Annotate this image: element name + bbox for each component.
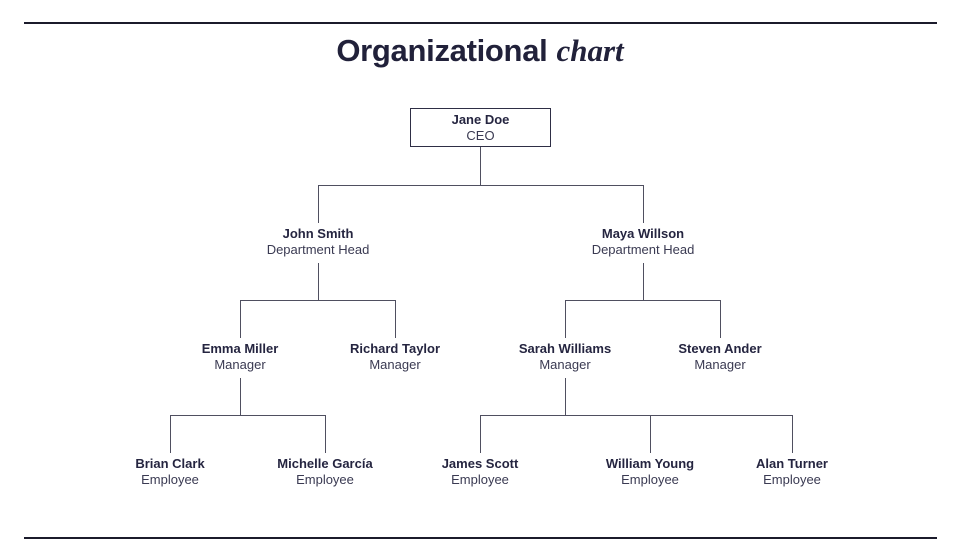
- bottom-rule: [24, 537, 937, 539]
- node-role: Employee: [141, 472, 199, 487]
- top-rule: [24, 22, 937, 24]
- connector-line: [720, 300, 722, 338]
- node-name: Jane Doe: [451, 111, 510, 127]
- org-node-employee-2: Michelle García Employee: [277, 456, 372, 488]
- org-node-employee-1: Brian Clark Employee: [135, 456, 204, 488]
- node-role: Department Head: [266, 242, 370, 257]
- node-role: CEO: [466, 127, 495, 143]
- node-role: Manager: [539, 357, 591, 372]
- connector-line: [318, 263, 320, 300]
- org-node-employee-3: James Scott Employee: [442, 456, 519, 488]
- connector-line: [565, 378, 567, 415]
- connector-line: [565, 300, 567, 338]
- connector-line: [480, 415, 482, 453]
- node-role: Manager: [369, 357, 421, 372]
- node-name: Emma Miller: [201, 341, 279, 356]
- node-role: Manager: [694, 357, 746, 372]
- org-node-manager-1: Emma Miller Manager: [202, 341, 279, 373]
- node-role: Employee: [296, 472, 354, 487]
- page-title-bold: Organizational: [336, 33, 548, 68]
- node-name: Brian Clark: [135, 456, 205, 471]
- node-role: Employee: [451, 472, 509, 487]
- node-name: Alan Turner: [756, 456, 828, 471]
- node-role: Manager: [214, 357, 266, 372]
- connector-line: [240, 378, 242, 415]
- connector-line: [480, 415, 793, 417]
- node-role: Employee: [621, 472, 679, 487]
- node-role: Department Head: [591, 242, 695, 257]
- org-node-manager-3: Sarah Williams Manager: [519, 341, 611, 373]
- org-node-department-head-1: John Smith Department Head: [267, 226, 370, 258]
- connector-line: [170, 415, 172, 453]
- node-name: Steven Ander: [678, 341, 762, 356]
- org-node-employee-4: William Young Employee: [606, 456, 694, 488]
- node-name: William Young: [605, 456, 695, 471]
- connector-line: [325, 415, 327, 453]
- connector-line: [318, 185, 644, 187]
- node-name: Richard Taylor: [349, 341, 441, 356]
- node-role: Employee: [763, 472, 821, 487]
- connector-line: [643, 263, 645, 300]
- node-name: Sarah Williams: [518, 341, 612, 356]
- node-name: Michelle García: [277, 456, 373, 471]
- connector-line: [240, 300, 242, 338]
- org-node-employee-5: Alan Turner Employee: [756, 456, 828, 488]
- connector-line: [170, 415, 326, 417]
- connector-line: [643, 185, 645, 223]
- connector-line: [480, 147, 482, 185]
- connector-line: [650, 415, 652, 453]
- connector-line: [792, 415, 794, 453]
- node-name: Maya Willson: [601, 226, 685, 241]
- org-node-department-head-2: Maya Willson Department Head: [592, 226, 695, 258]
- connector-line: [395, 300, 397, 338]
- connector-line: [565, 300, 721, 302]
- org-node-ceo: Jane Doe CEO: [410, 108, 551, 147]
- connector-line: [240, 300, 396, 302]
- org-node-manager-4: Steven Ander Manager: [678, 341, 761, 373]
- connector-line: [318, 185, 320, 223]
- node-name: James Scott: [441, 456, 519, 471]
- org-node-manager-2: Richard Taylor Manager: [350, 341, 440, 373]
- page-title-italic: chart: [556, 33, 624, 68]
- node-name: John Smith: [282, 226, 354, 241]
